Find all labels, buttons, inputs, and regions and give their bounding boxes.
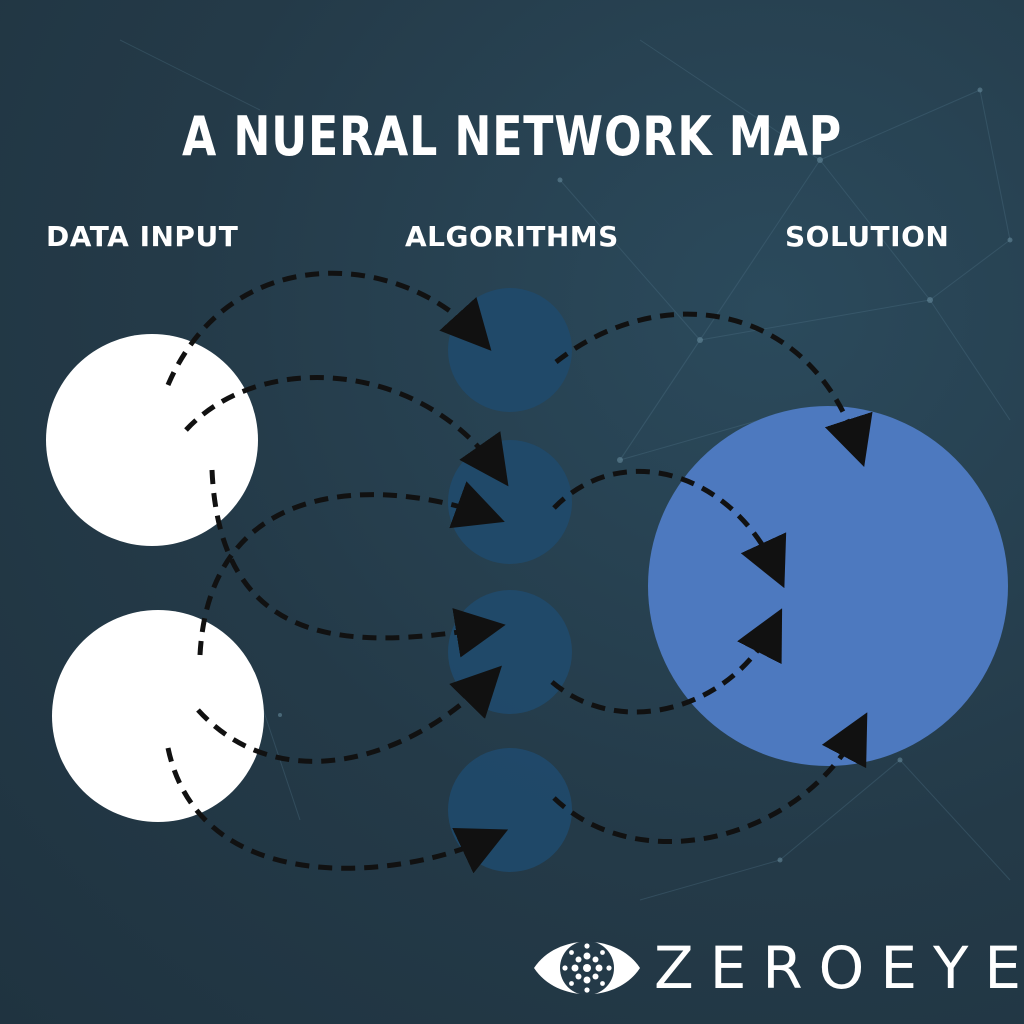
connector-input2-algo3 xyxy=(196,665,502,764)
connector-input2-algo4 xyxy=(165,747,509,874)
input-node-1 xyxy=(46,334,258,546)
eye-icon xyxy=(534,941,640,995)
algorithm-node-4 xyxy=(448,748,572,872)
connector-algo3-solution xyxy=(550,608,783,715)
connector-input1-algo1 xyxy=(165,270,492,386)
brand-logo: ZEROEYES xyxy=(532,928,1024,1008)
connector-algo1-solution xyxy=(554,311,873,468)
algorithm-node-3 xyxy=(448,590,572,714)
connector-input1-algo2 xyxy=(184,375,509,487)
column-label-algorithms: ALGORITHMS xyxy=(405,220,619,253)
solution-node xyxy=(648,406,1008,766)
column-label-data-input: DATA INPUT xyxy=(46,220,239,253)
algorithm-node-1 xyxy=(448,288,572,412)
diagram-title: A NUERAL NETWORK MAP xyxy=(182,105,842,168)
column-label-solution: SOLUTION xyxy=(785,220,950,253)
connector-input1-algo3 xyxy=(209,469,506,658)
connector-algo4-solution xyxy=(552,712,868,844)
input-node-2 xyxy=(52,610,264,822)
brand-name: ZEROEYES xyxy=(654,934,1024,1002)
connector-algo2-solution xyxy=(552,468,787,589)
algorithm-node-2 xyxy=(448,440,572,564)
connector-input2-algo2 xyxy=(197,481,505,656)
